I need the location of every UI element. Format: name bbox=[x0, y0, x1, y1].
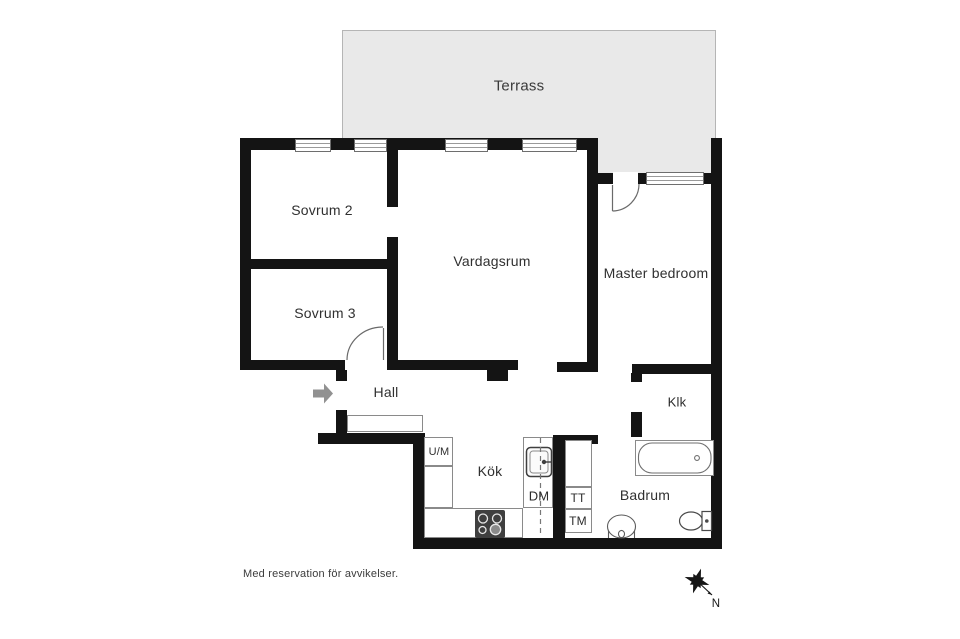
wall-living-bottom bbox=[387, 360, 518, 370]
wall-right bbox=[711, 138, 722, 549]
wall-corridor bbox=[557, 362, 598, 372]
um-cabinet bbox=[424, 437, 453, 466]
kitchen-counter-bottom bbox=[424, 508, 523, 538]
appliance-label-dm: DM bbox=[528, 488, 550, 504]
wall-hall-left-upper bbox=[336, 370, 347, 381]
window-icon bbox=[354, 139, 387, 152]
room-label-bedroom3: Sovrum 3 bbox=[294, 305, 356, 321]
window-pane bbox=[446, 143, 487, 148]
room-label-closet: Klk bbox=[667, 394, 687, 410]
wall-hall-left-lower bbox=[336, 410, 347, 435]
room-label-hall: Hall bbox=[373, 384, 399, 400]
entry-arrow-icon bbox=[313, 383, 333, 404]
compass-north-label: N bbox=[711, 598, 721, 610]
window-pane bbox=[647, 176, 703, 181]
wall-closet-left-lower bbox=[631, 412, 642, 437]
wall-kitchen-bath bbox=[553, 435, 565, 538]
wall-hall-bottom bbox=[318, 433, 425, 444]
stove-icon bbox=[475, 510, 505, 538]
wall-bedroom-divider bbox=[240, 259, 398, 269]
window-icon bbox=[295, 139, 331, 152]
kitchen-counter-left bbox=[424, 466, 453, 508]
window-pane bbox=[296, 143, 330, 148]
window-icon bbox=[646, 172, 704, 185]
window-pane bbox=[355, 143, 386, 148]
appliance-label-tm: TM bbox=[569, 514, 587, 528]
wall-closet-top bbox=[632, 364, 712, 374]
tt-cabinet bbox=[565, 487, 592, 509]
kitchen-sink-icon bbox=[525, 446, 553, 478]
bath-cabinet bbox=[565, 440, 592, 487]
wall-bath-top bbox=[553, 435, 598, 444]
appliance-label-tt: TT bbox=[570, 491, 586, 505]
window-icon bbox=[445, 139, 488, 152]
door-swing-icon bbox=[611, 183, 640, 212]
wall-bedroom3-bottom bbox=[240, 360, 345, 370]
wall-living-stub bbox=[487, 370, 508, 381]
wall-closet-left-upper bbox=[631, 373, 642, 382]
room-label-master: Master bedroom bbox=[603, 265, 709, 281]
window-icon bbox=[522, 139, 577, 152]
terrace-area-lower bbox=[598, 138, 716, 173]
master-door-gap bbox=[613, 172, 638, 185]
room-label-bathroom: Badrum bbox=[619, 487, 671, 503]
wall-bottom bbox=[413, 538, 722, 549]
wall-living-lower bbox=[387, 237, 398, 370]
compass-icon bbox=[684, 568, 713, 596]
wall-living-upper bbox=[387, 150, 398, 207]
toilet-icon bbox=[678, 510, 713, 532]
wall-master-left bbox=[587, 142, 598, 372]
room-label-kitchen: Kök bbox=[477, 463, 503, 479]
hall-closet bbox=[347, 415, 423, 432]
tm-cabinet bbox=[565, 509, 592, 533]
disclaimer-text: Med reservation för avvikelser. bbox=[243, 568, 399, 580]
appliance-label-um: U/M bbox=[428, 446, 450, 458]
wall-kitchen-left bbox=[413, 433, 425, 549]
room-label-bedroom2: Sovrum 2 bbox=[291, 202, 353, 218]
room-label-living-room: Vardagsrum bbox=[453, 253, 531, 269]
terrace-area bbox=[342, 30, 716, 139]
door-swing-icon bbox=[346, 326, 385, 361]
bathroom-sink-icon bbox=[606, 514, 637, 539]
bathtub-icon bbox=[637, 442, 712, 474]
window-pane bbox=[523, 143, 576, 148]
wall-left bbox=[240, 138, 251, 370]
room-label-terrace: Terrass bbox=[493, 77, 545, 95]
